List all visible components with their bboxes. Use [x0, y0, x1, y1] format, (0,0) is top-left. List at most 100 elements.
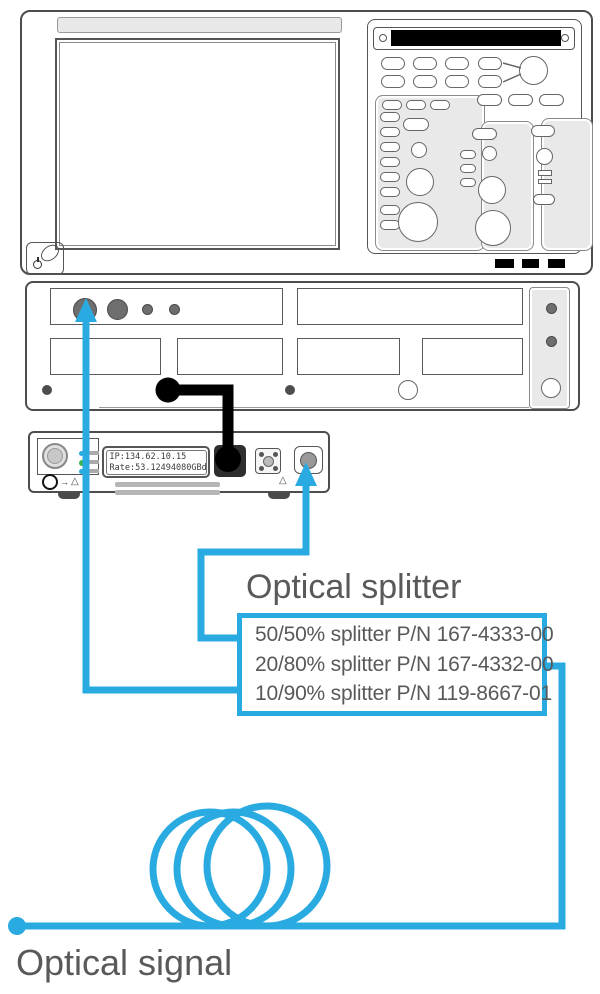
device-foot — [268, 490, 290, 499]
large-knob — [398, 202, 438, 242]
small-knob — [536, 148, 553, 165]
screw-icon — [272, 465, 278, 471]
device-foot — [58, 490, 80, 499]
module-slot — [297, 338, 400, 375]
menu-button — [413, 57, 437, 70]
screw-icon — [379, 34, 387, 42]
module-slot — [50, 338, 161, 375]
readout-display — [391, 30, 561, 46]
small-knob — [411, 142, 427, 158]
panel-button — [460, 150, 476, 159]
splitter-option: 20/80% splitter P/N 167-4332-00 — [255, 652, 554, 676]
panel-button — [380, 142, 400, 152]
indicator-bar — [548, 259, 565, 268]
panel-button — [380, 127, 400, 137]
panel-button — [406, 100, 426, 110]
led-micro-label — [87, 469, 99, 473]
status-led — [79, 460, 85, 466]
fiber-to-device — [197, 482, 310, 642]
function-button — [539, 94, 564, 106]
menu-button — [381, 57, 405, 70]
button-group-right — [541, 118, 593, 251]
arrow-up-icon — [75, 298, 97, 322]
panel-button — [430, 100, 450, 110]
medium-knob — [406, 168, 434, 196]
readout-display-frame — [373, 27, 575, 50]
panel-button — [380, 205, 400, 215]
function-button — [477, 94, 502, 106]
square-connector — [255, 448, 281, 474]
fiber-end-dot — [8, 917, 26, 935]
electrical-cable — [168, 384, 234, 452]
optical-connector-core — [47, 448, 63, 464]
module-slot — [297, 288, 523, 325]
menu-button — [413, 75, 437, 88]
screen-display-area — [59, 42, 336, 246]
oscilloscope — [20, 10, 593, 275]
indicator-bar — [522, 259, 539, 268]
panel-dot — [546, 336, 557, 347]
function-button — [508, 94, 533, 106]
lcd-ip-line: IP:134.62.10.15 — [109, 451, 187, 462]
vent-strip — [57, 17, 342, 33]
knob-guide-line — [502, 73, 522, 83]
general-purpose-knob — [519, 56, 548, 85]
connector-core — [262, 455, 274, 467]
thumb-screw — [541, 378, 561, 398]
power-icon-stem — [37, 257, 39, 262]
mini-button — [538, 179, 552, 184]
panel-button — [531, 125, 555, 137]
indicator-bar — [495, 259, 514, 268]
screw-icon — [561, 34, 569, 42]
splitter-partnumber-box: 50/50% splitter P/N 167-4333-00 20/80% s… — [237, 613, 554, 716]
device-power-button — [42, 474, 58, 490]
warning-triangle-icon: △ — [279, 475, 287, 486]
fiber-to-chassis — [82, 316, 242, 694]
screw-icon — [272, 451, 278, 457]
arrow-up-icon — [295, 462, 317, 486]
medium-knob — [478, 176, 506, 204]
knob-guide-line — [502, 62, 522, 69]
large-knob — [475, 210, 511, 246]
small-knob — [482, 146, 497, 161]
panel-button — [380, 157, 400, 167]
fiber-coil-loop — [173, 808, 295, 930]
panel-button — [380, 112, 400, 122]
menu-button — [478, 57, 502, 70]
splitter-option: 10/90% splitter P/N 119-8667-01 — [255, 681, 552, 705]
menu-button — [478, 75, 502, 88]
vent-bar — [115, 482, 220, 487]
module-slot — [177, 338, 283, 375]
menu-button — [381, 75, 405, 88]
panel-button — [460, 178, 476, 187]
warning-triangle-icon: △ — [71, 476, 79, 487]
laser-emission-icon: → — [60, 477, 69, 487]
oscilloscope-screen — [55, 38, 340, 250]
chassis-connector — [169, 304, 180, 315]
panel-button — [403, 118, 429, 131]
led-micro-label — [87, 460, 99, 464]
lcd-rate-line: Rate:53.12494080GBd — [109, 462, 207, 473]
mini-button — [538, 170, 552, 176]
panel-button — [533, 194, 555, 205]
panel-button — [380, 187, 400, 197]
fiber-optical-signal — [17, 662, 566, 930]
optical-output-panel — [37, 438, 99, 475]
cable-plug — [155, 377, 181, 403]
panel-dot — [42, 385, 52, 395]
optical-signal-label: Optical signal — [16, 942, 233, 983]
chassis-lip-line — [99, 407, 529, 408]
menu-button — [445, 75, 469, 88]
optical-splitter-title: Optical splitter — [246, 568, 462, 606]
splitter-option: 50/50% splitter P/N 167-4333-00 — [255, 623, 554, 647]
status-led — [79, 451, 84, 456]
lcd-display: IP:134.62.10.15 Rate:53.12494080GBd — [102, 446, 210, 478]
power-panel — [26, 241, 64, 275]
led-micro-label — [87, 451, 99, 455]
optical-connector — [42, 443, 68, 469]
chassis-connector — [107, 299, 128, 320]
panel-dot — [546, 303, 557, 314]
panel-button — [472, 128, 497, 140]
